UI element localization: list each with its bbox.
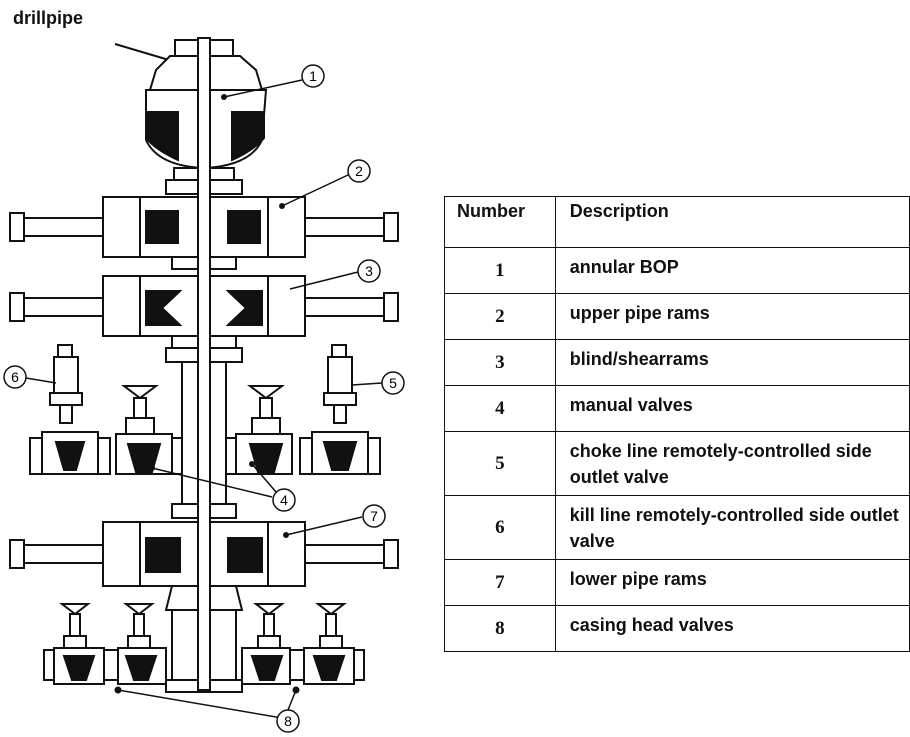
row-number: 2 [444, 293, 556, 340]
legend-row: 5 choke line remotely-controlled side ou… [444, 431, 910, 496]
drillpipe [197, 37, 211, 691]
header-number: Number [444, 196, 556, 248]
row-number: 8 [444, 605, 556, 652]
row-number: 6 [444, 495, 556, 560]
callout-4: 4 [280, 492, 288, 508]
drillpipe-label: drillpipe [13, 8, 84, 28]
callout-3: 3 [365, 263, 373, 279]
callout-2: 2 [355, 163, 363, 179]
legend-row: 7 lower pipe rams [444, 559, 910, 606]
row-description: manual valves [554, 385, 910, 432]
casing-head-valves [43, 603, 365, 693]
legend-row: 8 casing head valves [444, 605, 910, 652]
legend-row: 2 upper pipe rams [444, 293, 910, 340]
row-number: 5 [444, 431, 556, 496]
row-description: casing head valves [554, 605, 910, 652]
side-outlet-valves [29, 344, 381, 475]
row-number: 4 [444, 385, 556, 432]
callout-5: 5 [389, 375, 397, 391]
leader-dots [114, 94, 300, 694]
row-number: 7 [444, 559, 556, 606]
legend-row: 1 annular BOP [444, 247, 910, 294]
callout-7: 7 [370, 508, 378, 524]
legend-table: Number Description 1 annular BOP 2 upper… [444, 196, 910, 652]
legend-header-row: Number Description [444, 196, 910, 248]
legend-row: 3 blind/shearrams [444, 339, 910, 386]
row-description: kill line remotely-controlled side outle… [554, 495, 910, 560]
leader-lines [25, 79, 383, 719]
row-description: blind/shearrams [554, 339, 910, 386]
callout-8: 8 [284, 713, 292, 729]
row-description: annular BOP [554, 247, 910, 294]
callout-1: 1 [309, 68, 317, 84]
row-description: lower pipe rams [554, 559, 910, 606]
row-description: choke line remotely-controlled side outl… [554, 431, 910, 496]
callout-6: 6 [11, 369, 19, 385]
bop-stack-drawing: 1 2 3 4 5 6 7 8 [3, 37, 405, 733]
header-description: Description [554, 196, 910, 248]
legend-row: 4 manual valves [444, 385, 910, 432]
row-description: upper pipe rams [554, 293, 910, 340]
row-number: 3 [444, 339, 556, 386]
row-number: 1 [444, 247, 556, 294]
legend-row: 6 kill line remotely-controlled side out… [444, 495, 910, 560]
